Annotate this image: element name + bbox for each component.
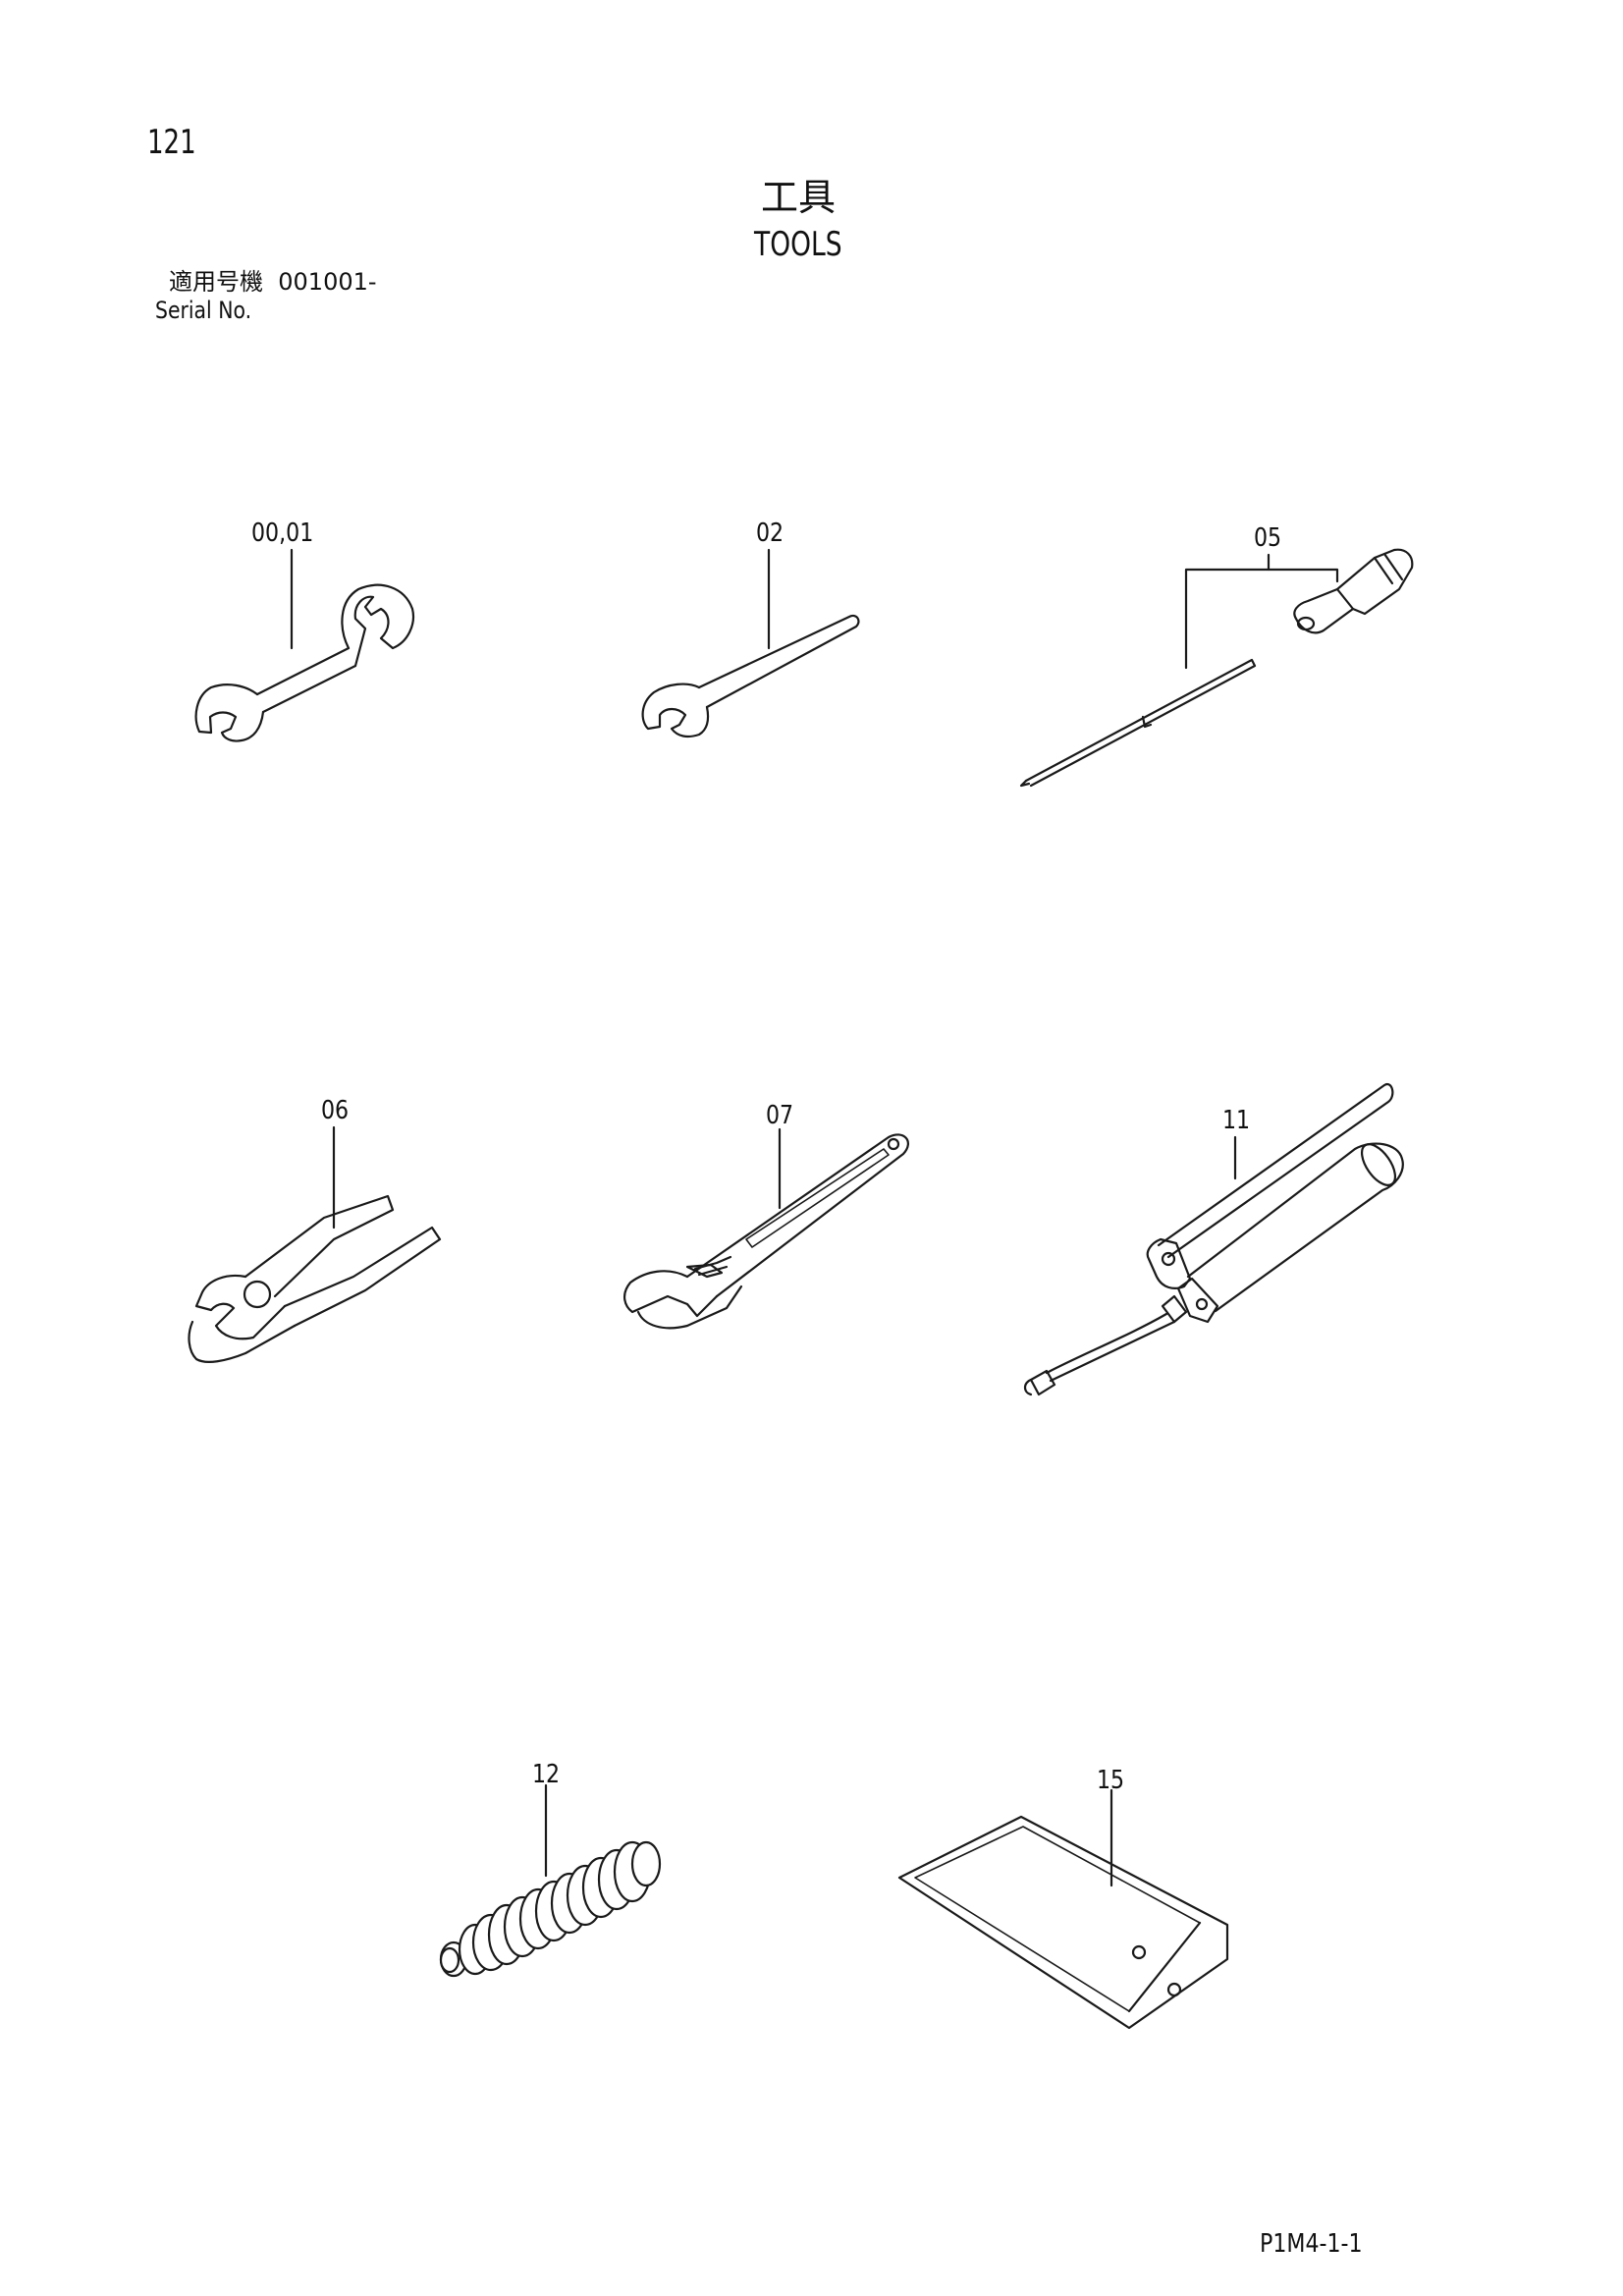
serial-label-jp: 適用号機 <box>169 268 263 296</box>
part-label-15: 15 <box>1097 1766 1125 1795</box>
tool-bag-icon <box>897 1788 1229 2030</box>
part-label-00-01: 00,01 <box>251 519 314 548</box>
adjustable-wrench-icon <box>623 1127 909 1330</box>
page-title-japanese: 工具 <box>761 176 837 219</box>
part-label-07: 07 <box>766 1101 794 1130</box>
page-title: TOOLS <box>754 225 842 264</box>
double-open-end-wrench-icon <box>194 548 415 742</box>
part-label-12: 12 <box>532 1760 561 1789</box>
part-label-02: 02 <box>756 519 784 548</box>
screwdriver-set-icon <box>1019 548 1414 788</box>
grease-gun-icon <box>1023 1082 1404 1396</box>
serial-label-japanese: 適用号機 001001- <box>169 270 377 294</box>
bellows-icon <box>439 1783 662 1978</box>
part-label-11: 11 <box>1222 1106 1251 1135</box>
document-code: P1M4-1-1 <box>1260 2229 1363 2259</box>
page-number: 121 <box>147 123 196 162</box>
serial-label: Serial No. <box>155 297 252 324</box>
serial-value: 001001- <box>278 268 377 296</box>
part-label-06: 06 <box>321 1096 350 1125</box>
part-label-05: 05 <box>1254 523 1282 553</box>
pliers-icon <box>188 1125 442 1363</box>
single-open-end-wrench-icon <box>641 548 860 738</box>
